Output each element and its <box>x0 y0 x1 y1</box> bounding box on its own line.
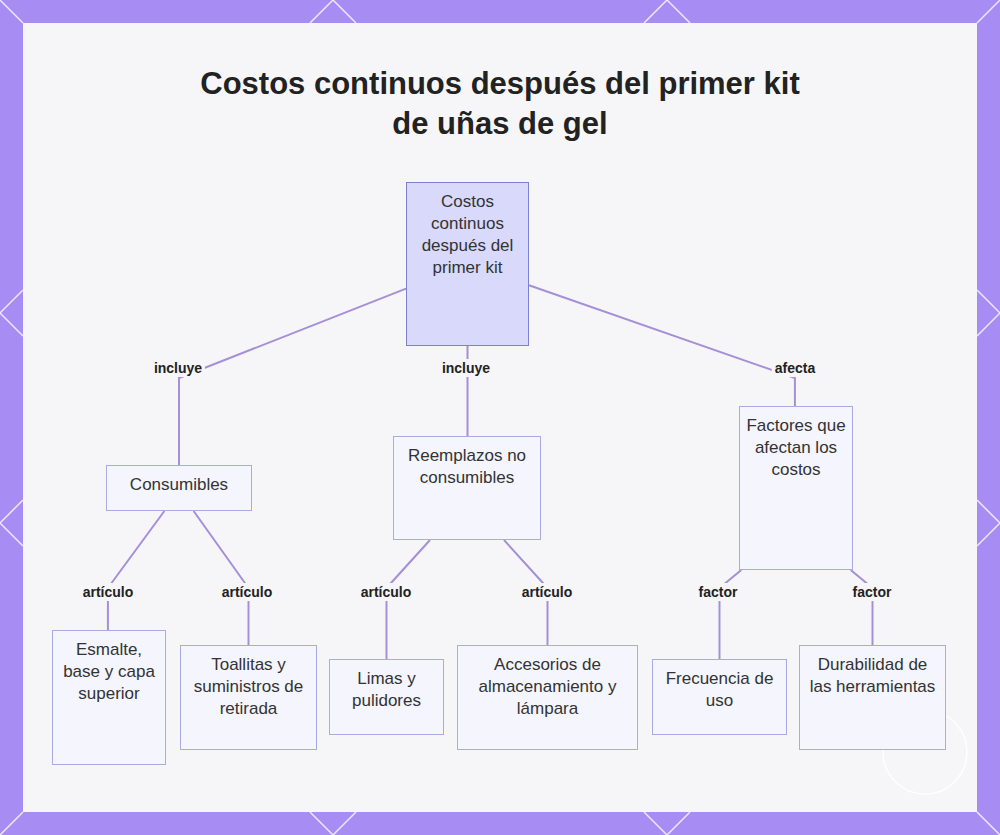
category-box: Consumibles <box>106 465 252 511</box>
edge-label: factor <box>850 583 895 601</box>
edge-label: incluye <box>439 359 493 377</box>
node-text: Factores que afectan los costos <box>746 415 846 481</box>
item-box: Esmalte, base y capa superior <box>52 630 166 765</box>
node-text: Consumibles <box>113 474 245 496</box>
node-text: Frecuencia de uso <box>659 668 780 712</box>
edge-label: afecta <box>772 359 818 377</box>
node-text: Costos continuos después del primer kit <box>413 191 522 279</box>
factor-box: Durabilidad de las herramientas <box>799 645 946 750</box>
edge-label: factor <box>696 583 741 601</box>
node-text: Durabilidad de las herramientas <box>806 654 939 698</box>
root-box: Costos continuos después del primer kit <box>406 182 529 346</box>
node-text: Accesorios de almacenamiento y lámpara <box>464 654 631 720</box>
edge-label: artículo <box>80 583 137 601</box>
node-text: Reemplazos no consumibles <box>400 445 534 489</box>
category-box: Factores que afectan los costos <box>739 406 853 570</box>
connector-line <box>179 289 406 465</box>
connector-line <box>529 285 795 406</box>
connector-line <box>194 511 249 645</box>
edge-label: artículo <box>219 583 276 601</box>
item-box: Limas y pulidores <box>329 659 444 735</box>
category-box: Reemplazos no consumibles <box>393 436 541 540</box>
item-box: Accesorios de almacenamiento y lámpara <box>457 645 638 750</box>
item-box: Toallitas y suministros de retirada <box>180 645 317 750</box>
factor-box: Frecuencia de uso <box>652 659 787 735</box>
diagram-title: Costos continuos después del primer kit … <box>200 64 800 144</box>
node-text: Toallitas y suministros de retirada <box>187 654 310 720</box>
edge-label: artículo <box>358 583 415 601</box>
node-text: Esmalte, base y capa superior <box>59 639 159 705</box>
edge-label: artículo <box>519 583 576 601</box>
connector-line <box>108 511 164 630</box>
edge-label: incluye <box>151 359 205 377</box>
connector-line <box>851 570 873 645</box>
node-text: Limas y pulidores <box>336 668 437 712</box>
